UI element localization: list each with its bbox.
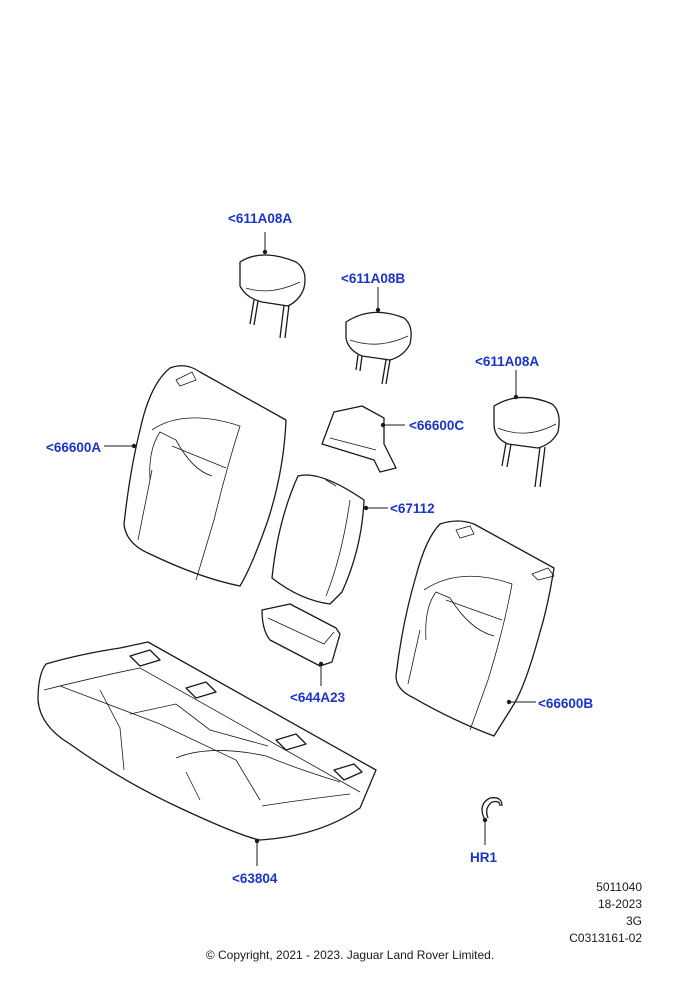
illustration-code: 5011040 xyxy=(596,880,642,894)
backrest-right-part[interactable] xyxy=(395,520,555,737)
callout-armrest-67112[interactable]: <67112 xyxy=(390,501,435,516)
callout-headrest-left[interactable]: <611A08A xyxy=(228,211,292,226)
illustration-number: C0313161-02 xyxy=(569,931,642,945)
callout-tray-644A23[interactable]: <644A23 xyxy=(290,690,346,705)
headrest-right-part[interactable] xyxy=(493,396,560,488)
callout-backrest-left[interactable]: <66600A xyxy=(46,440,101,455)
armrest-cover-part[interactable] xyxy=(321,405,397,473)
callout-headrest-right[interactable]: <611A08A xyxy=(475,354,539,369)
callout-hog-ring[interactable]: HR1 xyxy=(470,850,497,865)
headrest-center-part[interactable] xyxy=(345,311,412,385)
callout-cushion-63804[interactable]: <63804 xyxy=(232,871,278,886)
headrest-left-part[interactable] xyxy=(239,254,306,339)
backrest-left-part[interactable] xyxy=(123,365,287,587)
illustration-variant: 3G xyxy=(625,914,642,928)
armrest-part[interactable] xyxy=(271,474,365,605)
callout-cover-66600C[interactable]: <66600C xyxy=(409,418,464,433)
illustration-week: 18-2023 xyxy=(597,897,642,911)
seat-cushion-part[interactable] xyxy=(37,641,377,841)
hog-ring-part[interactable] xyxy=(481,797,503,819)
callout-headrest-center[interactable]: <611A08B xyxy=(341,271,405,286)
tray-part[interactable] xyxy=(261,603,341,667)
callout-backrest-right[interactable]: <66600B xyxy=(538,696,593,711)
copyright-notice: © Copyright, 2021 - 2023. Jaguar Land Ro… xyxy=(205,948,495,962)
